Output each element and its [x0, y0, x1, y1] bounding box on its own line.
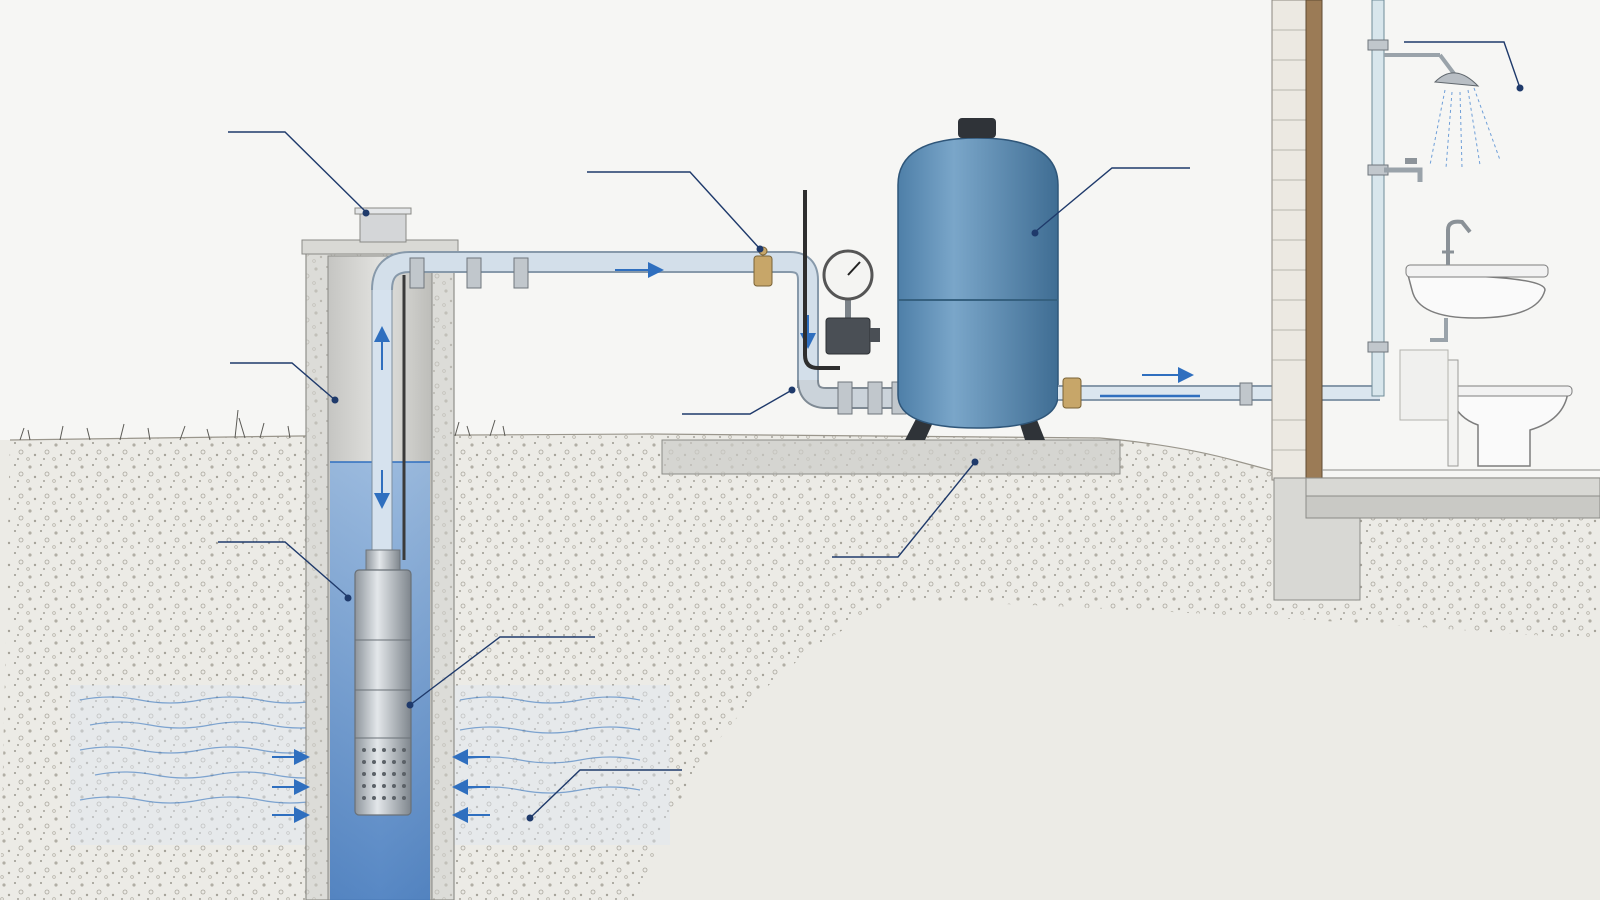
- leader-pressure-switch: [682, 389, 793, 415]
- leader-dots: [331, 84, 1524, 822]
- supply-pipe: [371, 251, 819, 388]
- leader-check-valve: [587, 171, 761, 250]
- pressure-switch: [822, 249, 880, 355]
- tank-manifold: [797, 379, 910, 415]
- leader-pad: [832, 461, 976, 558]
- leader-tank: [1034, 167, 1190, 233]
- grass: [19, 409, 506, 441]
- house-supply-pipe: [1058, 367, 1380, 409]
- leader-lines: [218, 41, 1521, 819]
- house-wall: [1271, 0, 1600, 601]
- inflow-arrows: [272, 749, 490, 823]
- leader-pump-body: [409, 636, 595, 706]
- concrete-pad: [661, 439, 1121, 475]
- house-fixtures: [1367, 0, 1573, 467]
- leader-shower: [1404, 41, 1521, 89]
- leader-pump-motor: [218, 541, 349, 598]
- electrical-conduit: [803, 190, 840, 370]
- leader-well-casing: [230, 362, 336, 401]
- leader-well-cap: [228, 131, 367, 213]
- submersible-pump: [354, 549, 412, 816]
- pressure-tank: [897, 118, 1059, 440]
- well-cap: [354, 207, 412, 243]
- leader-aquifer: [529, 769, 682, 819]
